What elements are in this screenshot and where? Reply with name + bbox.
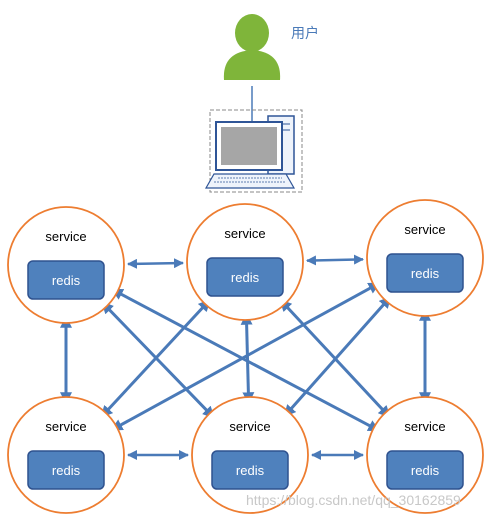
desktop-computer-icon xyxy=(204,109,303,193)
service-label: service xyxy=(229,419,270,434)
service-node-6: service redis xyxy=(366,396,484,514)
service-label: service xyxy=(404,222,445,237)
redis-label: redis xyxy=(231,270,260,285)
service-node-5: service redis xyxy=(191,396,309,514)
redis-box xyxy=(386,450,464,490)
service-label: service xyxy=(404,419,445,434)
redis-box xyxy=(27,260,105,300)
service-node-1: service redis xyxy=(7,206,125,324)
connection-arrow-2 xyxy=(305,254,365,266)
connection-arrow-12 xyxy=(283,295,392,418)
redis-box xyxy=(206,257,284,297)
service-node-3: service redis xyxy=(366,199,484,317)
redis-label: redis xyxy=(236,463,265,478)
watermark: https://blog.csdn.net/qq_30162859 xyxy=(246,492,461,508)
redis-label: redis xyxy=(411,463,440,478)
user-label: 用户 xyxy=(291,25,319,42)
service-label: service xyxy=(224,226,265,241)
user-icon xyxy=(223,14,281,80)
service-label: service xyxy=(45,419,86,434)
service-node-2: service redis xyxy=(186,203,304,321)
redis-box xyxy=(211,450,289,490)
redis-label: redis xyxy=(411,266,440,281)
service-node-4: service redis xyxy=(7,396,125,514)
redis-box xyxy=(27,450,105,490)
redis-label: redis xyxy=(52,463,81,478)
service-label: service xyxy=(45,229,86,244)
redis-box xyxy=(386,253,464,293)
redis-label: redis xyxy=(52,273,81,288)
connection-arrow-9 xyxy=(240,312,255,405)
connection-arrow-1 xyxy=(126,258,185,269)
connection-arrow-6 xyxy=(101,301,215,419)
